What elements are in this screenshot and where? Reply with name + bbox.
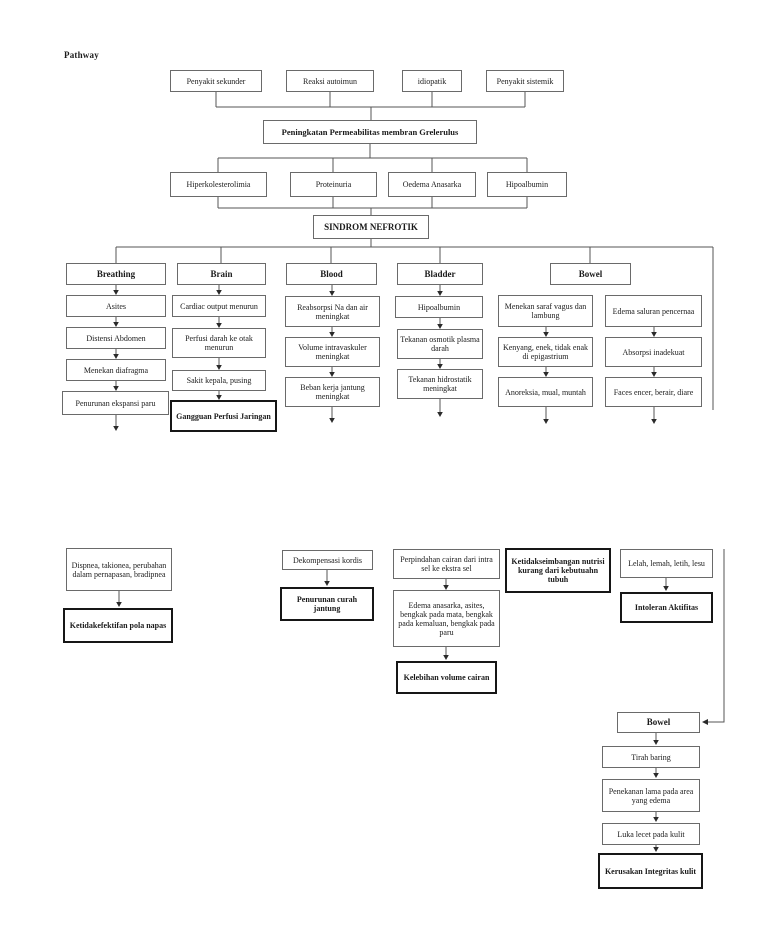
node-edema-saluran-pencernaa: Edema saluran pencernaa xyxy=(605,295,702,327)
node-bladder: Bladder xyxy=(397,263,483,285)
down-arrow-head xyxy=(329,372,335,377)
node-penurunan-curah-jantung: Penurunan curah jantung xyxy=(280,587,374,621)
down-arrow-head xyxy=(651,372,657,377)
node-breathing: Breathing xyxy=(66,263,166,285)
node-edema-anasarka-2: Edema anasarka, asites, bengkak pada mat… xyxy=(393,590,500,647)
node-peningkatan-permeabilitas: Peningkatan Permeabilitas membran Greler… xyxy=(263,120,477,144)
down-arrow-head xyxy=(329,291,335,296)
down-arrow-head xyxy=(651,419,657,424)
down-arrow-head xyxy=(443,585,449,590)
down-arrow-head xyxy=(216,290,222,295)
down-arrow-head xyxy=(543,332,549,337)
node-faces-encer-berair-diare: Faces encer, berair, diare xyxy=(605,377,702,407)
node-menekan-saraf-vagus: Menekan saraf vagus dan lambung xyxy=(498,295,593,327)
node-ketidakefektifan-pola-napas: Ketidakefektifan pola napas xyxy=(63,608,173,643)
down-arrow-head xyxy=(324,581,330,586)
node-dekompensasi-kordis: Dekompensasi kordis xyxy=(282,550,373,570)
node-reaksi-autoimun: Reaksi autoimun xyxy=(286,70,374,92)
node-sindrom-nefrotik: SINDROM NEFROTIK xyxy=(313,215,429,239)
bowel-elbow-connector xyxy=(708,549,725,723)
node-bowel-2: Bowel xyxy=(617,712,700,733)
down-arrow-head xyxy=(437,364,443,369)
node-oedema-anasarka: Oedema Anasarka xyxy=(388,172,476,197)
down-arrow-head xyxy=(443,655,449,660)
node-ketidakseimbangan-nutrisi: Ketidakseimbangan nutrisi kurang dari ke… xyxy=(505,548,611,593)
down-arrow-head xyxy=(113,426,119,431)
down-arrow-head xyxy=(663,586,669,591)
node-hipoalbumin-2: Hipoalbumin xyxy=(395,296,483,318)
node-beban-kerja-jantung: Beban kerja jantung meningkat xyxy=(285,377,380,407)
node-penurunan-ekspansi-paru: Penurunan ekspansi paru xyxy=(62,391,169,415)
node-hiperkolesterolimia: Hiperkolesterolimia xyxy=(170,172,267,197)
down-arrow-head xyxy=(216,323,222,328)
node-asites: Asites xyxy=(66,295,166,317)
down-arrow-head xyxy=(653,847,659,852)
down-arrow-head xyxy=(653,773,659,778)
node-hipoalbumin: Hipoalbumin xyxy=(487,172,567,197)
down-arrow-head xyxy=(653,817,659,822)
node-intoleran-aktifitas: Intoleran Aktifitas xyxy=(620,592,713,623)
node-menekan-diafragma: Menekan diafragma xyxy=(66,359,166,381)
node-reabsorpsi-na: Reabsorpsi Na dan air meningkat xyxy=(285,296,380,327)
node-volume-intravaskuler: Volume intravaskuler meningkat xyxy=(285,337,380,367)
node-sakit-kepala-pusing: Sakit kepala, pusing xyxy=(172,370,266,391)
down-arrow-head xyxy=(329,418,335,423)
page-title: Pathway xyxy=(64,50,99,60)
down-arrow-head xyxy=(113,386,119,391)
node-kelebihan-volume-cairan: Kelebihan volume cairan xyxy=(396,661,497,694)
node-lelah-lemah-letih-lesu: Lelah, lemah, letih, lesu xyxy=(620,549,713,578)
down-arrow-head xyxy=(437,291,443,296)
down-arrow-head xyxy=(113,354,119,359)
node-distensi-abdomen: Distensi Abdomen xyxy=(66,327,166,349)
down-arrow-head xyxy=(329,332,335,337)
down-arrow-head xyxy=(653,740,659,745)
node-luka-lecet-pada-kulit: Luka lecet pada kulit xyxy=(602,823,700,845)
down-arrow-head xyxy=(113,322,119,327)
node-proteinuria: Proteinuria xyxy=(290,172,377,197)
node-tekanan-hidrostatik: Tekanan hidrostatik meningkat xyxy=(397,369,483,399)
node-idiopatik: idiopatik xyxy=(402,70,462,92)
node-dispnea-takionea: Dispnea, takionea, perubahan dalam perna… xyxy=(66,548,172,591)
node-bowel: Bowel xyxy=(550,263,631,285)
node-kerusakan-integritas-kulit: Kerusakan Integritas kulit xyxy=(598,853,703,889)
node-blood: Blood xyxy=(286,263,377,285)
down-arrow-head xyxy=(116,602,122,607)
down-arrow-head xyxy=(113,290,119,295)
node-anoreksia-mual-muntah: Anoreksia, mual, muntah xyxy=(498,377,593,407)
down-arrow-head xyxy=(543,372,549,377)
down-arrow-head xyxy=(651,332,657,337)
node-brain: Brain xyxy=(177,263,266,285)
node-cardiac-output-menurun: Cardiac output menurun xyxy=(172,295,266,317)
node-penyakit-sistemik: Penyakit sistemik xyxy=(486,70,564,92)
node-penekanan-lama: Penekanan lama pada area yang edema xyxy=(602,779,700,812)
node-perfusi-darah-otak: Perfusi darah ke otak menurun xyxy=(172,328,266,358)
node-absorpsi-inadekuat: Absorpsi inadekuat xyxy=(605,337,702,367)
down-arrow-head xyxy=(543,419,549,424)
bowel-elbow-arrow-head xyxy=(702,719,708,725)
down-arrow-head xyxy=(216,365,222,370)
down-arrow-head xyxy=(216,395,222,400)
node-tekanan-osmotik: Tekanan osmotik plasma darah xyxy=(397,329,483,359)
down-arrow-head xyxy=(437,324,443,329)
node-tirah-baring: Tirah baring xyxy=(602,746,700,768)
node-penyakit-sekunder: Penyakit sekunder xyxy=(170,70,262,92)
node-kenyang-enek: Kenyang, enek, tidak enak di epigastrium xyxy=(498,337,593,367)
node-gangguan-perfusi-jaringan: Gangguan Perfusi Jaringan xyxy=(170,400,277,432)
node-perpindahan-cairan: Perpindahan cairan dari intra sel ke eks… xyxy=(393,549,500,579)
down-arrow-head xyxy=(437,412,443,417)
